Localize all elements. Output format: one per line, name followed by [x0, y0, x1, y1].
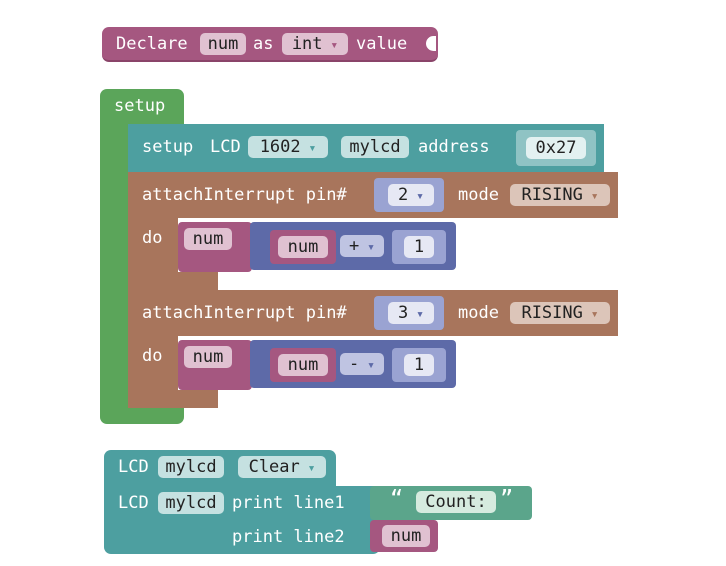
- do-label: do: [142, 228, 163, 248]
- lcd-name-field[interactable]: mylcd: [341, 136, 409, 158]
- value-input-notch: [426, 36, 436, 51]
- interrupt-do-foot: [128, 272, 218, 290]
- lcd-address-block: 0x27: [516, 130, 596, 166]
- lcd-clear-block[interactable]: LCD mylcd Clear: [104, 450, 336, 486]
- pin-dropdown[interactable]: 3: [388, 302, 434, 324]
- math-operand-field[interactable]: num: [278, 236, 328, 258]
- lcd-print-block[interactable]: LCD mylcd print line1 print line2: [104, 486, 380, 554]
- do-label: do: [142, 346, 163, 366]
- pin-input-block: 3: [374, 296, 444, 330]
- set-var-field[interactable]: num: [184, 228, 232, 250]
- math-operand-field[interactable]: num: [278, 354, 328, 376]
- declare-type-dropdown[interactable]: int: [282, 33, 348, 55]
- pin-input-block: 2: [374, 178, 444, 212]
- attach-interrupt-block[interactable]: attachInterrupt pin# 3 mode RISING: [128, 290, 618, 336]
- print-line2-label: print line2: [232, 527, 345, 547]
- math-block[interactable]: num - 1: [250, 340, 456, 388]
- setup-block[interactable]: setup: [100, 89, 184, 125]
- setup-label: setup: [114, 96, 166, 116]
- declare-value-label: value: [356, 34, 408, 54]
- lcd-setup-block[interactable]: setup LCD 1602 mylcd address 0x27: [128, 124, 604, 172]
- print-line1-label: print line1: [232, 493, 345, 513]
- set-var-field[interactable]: num: [184, 346, 232, 368]
- declare-label: Declare: [116, 34, 188, 54]
- math-amount-field[interactable]: 1: [404, 236, 434, 258]
- lcd-setup-lcd-label: LCD: [210, 137, 241, 157]
- mode-label: mode: [458, 185, 499, 205]
- mode-dropdown[interactable]: RISING: [510, 184, 610, 206]
- math-amount-field[interactable]: 1: [404, 354, 434, 376]
- pin-dropdown[interactable]: 2: [388, 184, 434, 206]
- lcd-model-dropdown[interactable]: 1602: [248, 136, 328, 158]
- math-operand-var[interactable]: num: [270, 348, 336, 382]
- math-block[interactable]: num + 1: [250, 222, 456, 270]
- lcd-clear-action-dropdown[interactable]: Clear: [238, 456, 326, 478]
- lcd-address-label: address: [418, 137, 490, 157]
- mode-dropdown[interactable]: RISING: [510, 302, 610, 324]
- lcd-print-lcd-label: LCD: [118, 493, 149, 513]
- lcd-print-name-field[interactable]: mylcd: [158, 492, 224, 514]
- close-quote-icon: ”: [500, 487, 514, 512]
- set-variable-block[interactable]: num: [178, 222, 252, 272]
- math-amount-block: 1: [392, 348, 446, 382]
- lcd-setup-prefix: setup: [142, 137, 194, 157]
- set-variable-block[interactable]: num: [178, 340, 252, 390]
- line2-var-block[interactable]: num: [370, 520, 438, 552]
- math-op-dropdown[interactable]: +: [340, 235, 384, 257]
- interrupt-do-foot: [128, 390, 218, 408]
- setup-block-foot: [100, 406, 184, 424]
- lcd-clear-name-field[interactable]: mylcd: [158, 456, 224, 478]
- line2-var-field[interactable]: num: [382, 525, 430, 547]
- math-op-dropdown[interactable]: -: [340, 353, 384, 375]
- lcd-clear-lcd-label: LCD: [118, 457, 149, 477]
- attach-interrupt-label: attachInterrupt pin#: [142, 185, 347, 205]
- declare-block[interactable]: Declare num as int value: [102, 27, 438, 62]
- text-string-block[interactable]: “ Count: ”: [370, 486, 532, 520]
- attach-interrupt-label: attachInterrupt pin#: [142, 303, 347, 323]
- declare-var-field[interactable]: num: [200, 33, 246, 55]
- print-text-field[interactable]: Count:: [416, 491, 496, 513]
- attach-interrupt-block[interactable]: attachInterrupt pin# 2 mode RISING: [128, 172, 618, 218]
- mode-label: mode: [458, 303, 499, 323]
- math-operand-var[interactable]: num: [270, 230, 336, 264]
- lcd-address-field[interactable]: 0x27: [526, 137, 586, 159]
- open-quote-icon: “: [390, 487, 404, 512]
- declare-as-label: as: [253, 34, 274, 54]
- math-amount-block: 1: [392, 230, 446, 264]
- setup-block-arm: [100, 124, 128, 412]
